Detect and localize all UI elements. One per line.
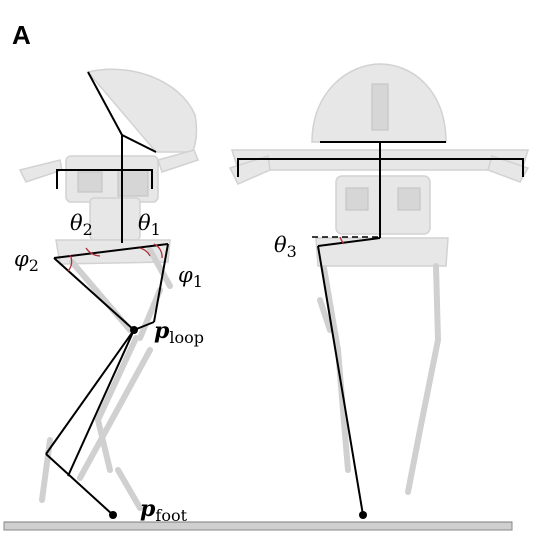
right-kinematic-chain	[237, 141, 524, 516]
phi2-arc	[67, 254, 73, 272]
p-foot-label: pfoot	[140, 496, 188, 525]
left-kinematic-chain	[45, 71, 169, 516]
theta2-label: θ2	[70, 211, 93, 239]
p-loop-label: ploop	[154, 318, 204, 347]
phi2-label: φ2	[14, 247, 39, 275]
left-robot-silhouette	[18, 68, 199, 511]
left-foot-point	[109, 511, 117, 519]
ground-strip	[3, 521, 513, 531]
theta3-arc	[339, 236, 345, 245]
right-foot-point	[359, 511, 367, 519]
theta1-arc	[139, 247, 151, 257]
right-robot-silhouette	[228, 63, 530, 495]
theta2-arc	[85, 247, 101, 257]
phi1-label: φ1	[178, 263, 203, 291]
loop-point	[130, 326, 138, 334]
theta1-label: θ1	[138, 211, 161, 239]
panel-label: A	[12, 20, 31, 50]
theta3-label: θ3	[274, 233, 297, 261]
phi1-arc	[153, 243, 163, 259]
